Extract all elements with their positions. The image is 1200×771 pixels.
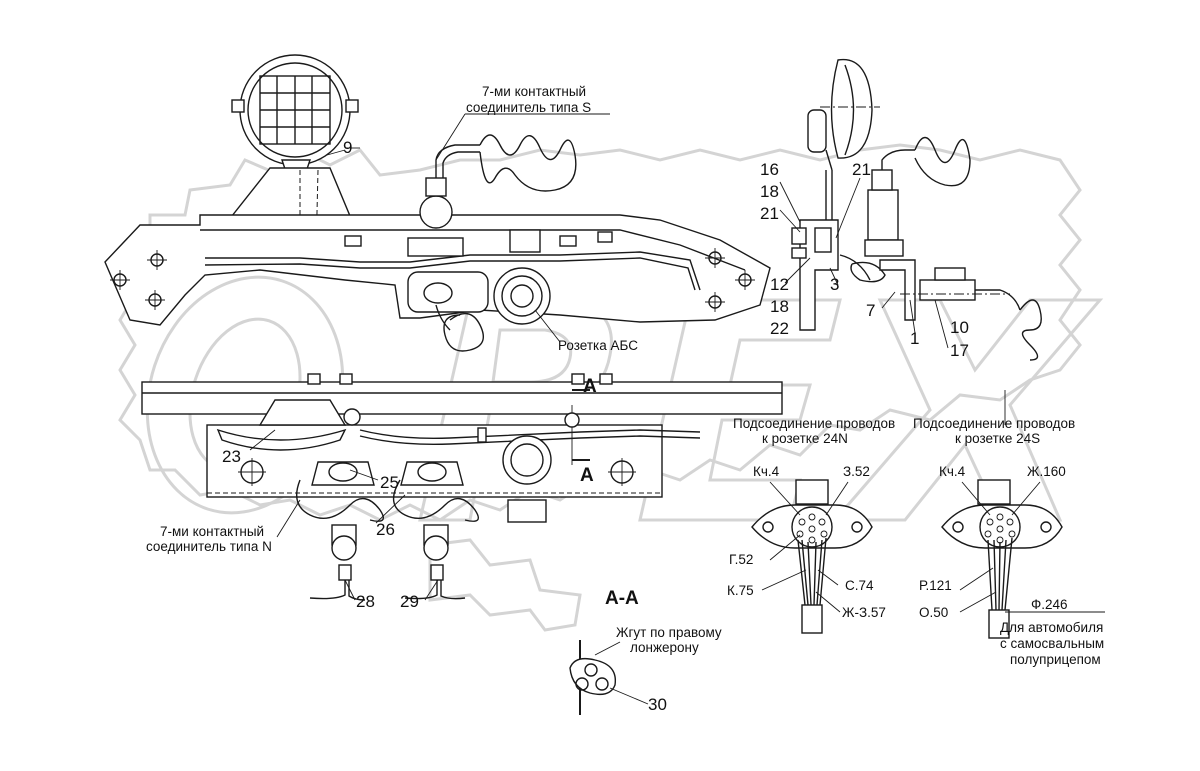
section-mark-a-top: А <box>583 376 597 397</box>
wire-code: Кч.4 <box>753 464 780 479</box>
dump-trailer-label-3: полуприцепом <box>1010 652 1101 667</box>
abs-socket <box>493 267 561 343</box>
section-title: А-А <box>605 588 639 609</box>
wire-code: К.75 <box>727 583 754 598</box>
section-mark-a-bottom: А <box>580 465 594 486</box>
wire-code: О.50 <box>919 605 948 620</box>
section-a-a <box>569 640 649 715</box>
callout-10: 10 <box>950 318 969 337</box>
socket-24s-face <box>941 479 1105 639</box>
callout-1: 1 <box>910 329 919 348</box>
callout-17: 17 <box>950 341 969 360</box>
connector-type-s <box>407 134 577 257</box>
wire-codes-24n: Кч.4 З.52 Г.52 К.75 С.74 Ж-З.57 <box>727 464 886 620</box>
callout-25: 25 <box>380 473 399 492</box>
text-labels: 7-ми контактный соединитель типа S Розет… <box>146 84 1104 667</box>
connector-s-label-1: 7-ми контактный <box>482 84 586 99</box>
connector-26 <box>392 461 479 600</box>
dump-trailer-label-1: Для автомобиля <box>1000 620 1103 635</box>
wire-code: С.74 <box>845 578 874 593</box>
callout-16: 16 <box>760 160 779 179</box>
wire-code: Ж.160 <box>1027 464 1066 479</box>
wire-codes-24s: Кч.4 Ж.160 Р.121 О.50 Ф.246 <box>919 464 1068 620</box>
wire-code: Кч.4 <box>939 464 966 479</box>
callout-18-bottom: 18 <box>770 297 789 316</box>
wire-code: Г.52 <box>729 552 753 567</box>
connection-24n-label-2: к розетке 24N <box>762 431 848 446</box>
top-right-end-view <box>791 58 1042 361</box>
connection-24s-label-1: Подсоединение проводов <box>913 416 1075 431</box>
connection-24s-label-2: к розетке 24S <box>955 431 1040 446</box>
connection-24n-label-1: Подсоединение проводов <box>733 416 895 431</box>
connector-s-label-2: соединитель типа S <box>466 100 591 115</box>
top-left-assembly <box>104 54 771 352</box>
callout-12: 12 <box>770 275 789 294</box>
wire-code: Р.121 <box>919 578 952 593</box>
callout-numbers: 9 16 18 21 21 12 18 22 3 7 1 10 17 23 25… <box>222 138 969 714</box>
wire-code: Ж-З.57 <box>842 605 886 620</box>
callout-21-left: 21 <box>760 204 779 223</box>
callout-29: 29 <box>400 592 419 611</box>
connector-25 <box>296 461 384 601</box>
wire-code: Ф.246 <box>1031 597 1068 612</box>
connector-n-label-1: 7-ми контактный <box>160 524 264 539</box>
callout-30: 30 <box>648 695 667 714</box>
wire-code: З.52 <box>843 464 870 479</box>
dump-trailer-label-2: с самосвальным <box>1000 636 1104 651</box>
middle-assembly <box>141 373 783 601</box>
work-lamp <box>231 54 359 173</box>
socket-24n-side <box>407 271 489 352</box>
callout-26: 26 <box>376 520 395 539</box>
socket-24n-face <box>751 479 873 634</box>
callout-22: 22 <box>770 319 789 338</box>
harness-label-2: лонжерону <box>630 640 699 655</box>
abs-socket-label: Розетка АБС <box>558 338 638 353</box>
connector-n-label-2: соединитель типа N <box>146 539 272 554</box>
callout-9: 9 <box>343 138 352 157</box>
callout-18-top: 18 <box>760 182 779 201</box>
callout-28: 28 <box>356 592 375 611</box>
callout-23: 23 <box>222 447 241 466</box>
callout-3: 3 <box>830 275 839 294</box>
harness-label-1: Жгут по правому <box>616 625 722 640</box>
leaders <box>345 113 1006 425</box>
callout-21-right: 21 <box>852 160 871 179</box>
callout-7: 7 <box>866 301 875 320</box>
